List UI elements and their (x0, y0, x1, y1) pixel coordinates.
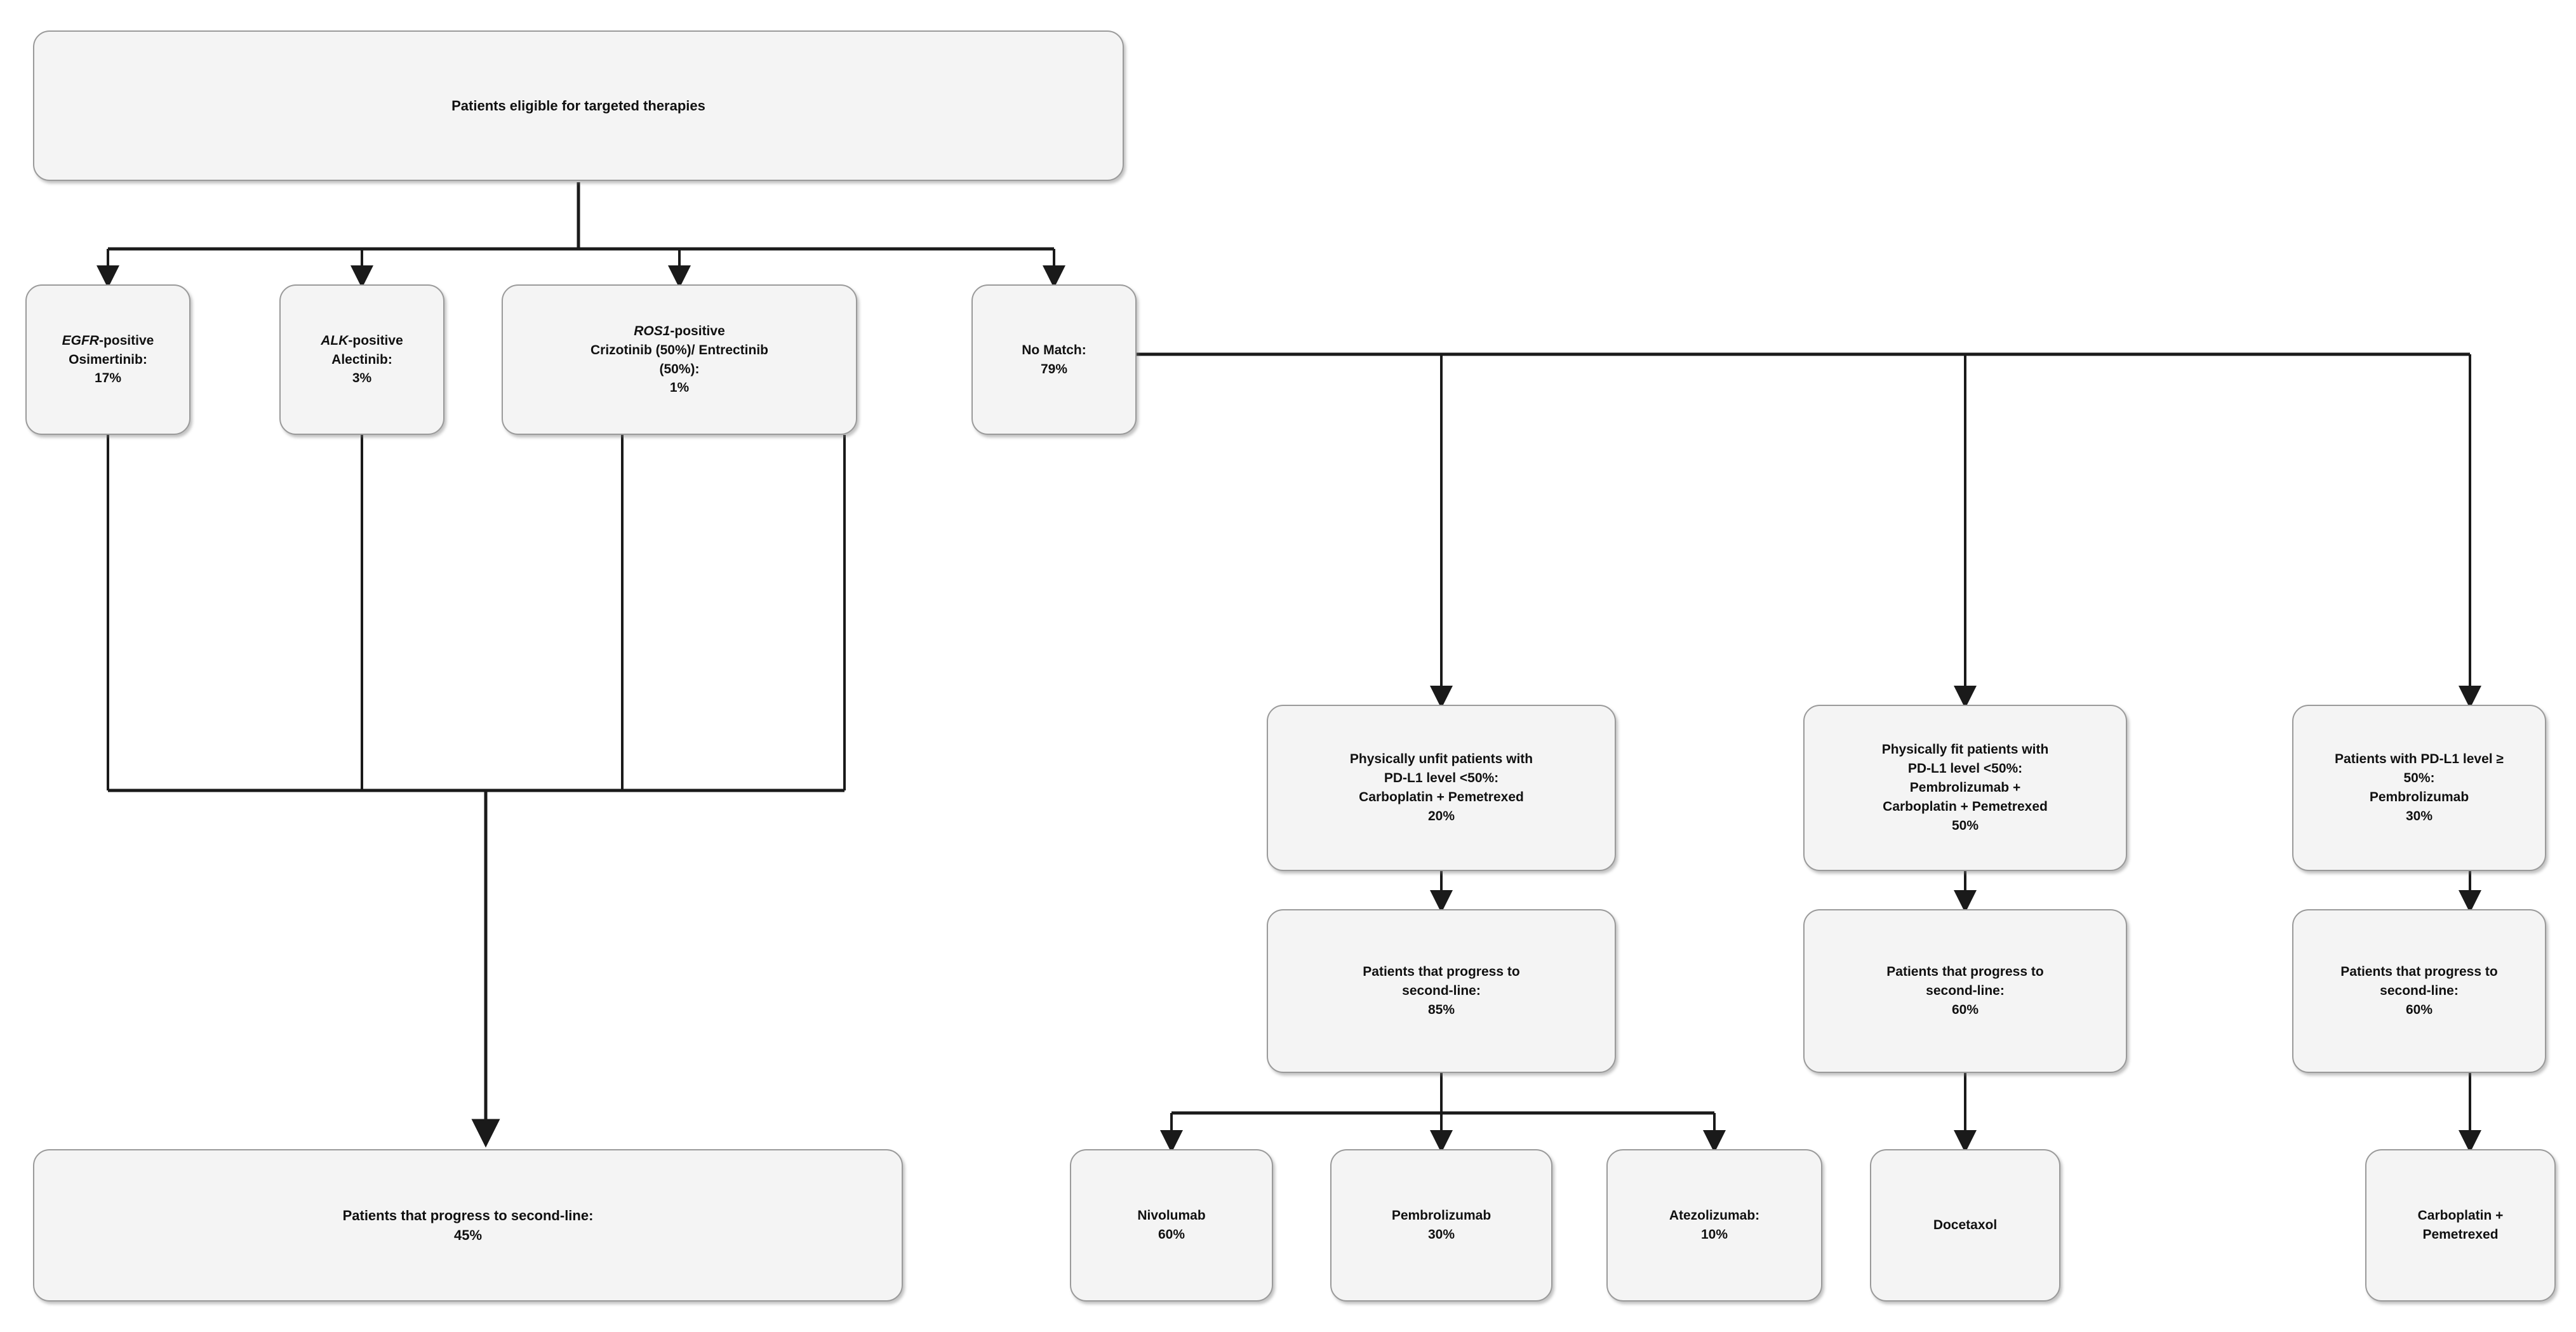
node-targeted-progress-second-line-label: Patients that progress to second-line: 4… (342, 1207, 594, 1243)
node-pdl1-high[interactable]: Patients with PD-L1 level ≥ 50%: Pembrol… (2292, 705, 2546, 871)
node-progress-second-line-fit-label: Patients that progress to second-line: 6… (1886, 964, 2044, 1017)
node-progress-second-line-unfit[interactable]: Patients that progress to second-line: 8… (1267, 909, 1616, 1073)
node-unfit-pdl1-low[interactable]: Physically unfit patients with PD-L1 lev… (1267, 705, 1616, 871)
node-fit-pdl1-low[interactable]: Physically fit patients with PD-L1 level… (1803, 705, 2127, 871)
node-pembrolizumab-label: Pembrolizumab 30% (1391, 1208, 1492, 1242)
node-patients-eligible[interactable]: Patients eligible for targeted therapies (33, 30, 1124, 181)
node-docetaxol-label: Docetaxol (1933, 1218, 1998, 1233)
node-atezolizumab-label: Atezolizumab: 10% (1669, 1208, 1760, 1242)
node-ros1-positive-label: ROS1-positive Crizotinib (50%)/ Entrecti… (509, 322, 850, 397)
node-fit-pdl1-low-label: Physically fit patients with PD-L1 level… (1881, 742, 2049, 833)
node-patients-eligible-label: Patients eligible for targeted therapies (451, 97, 705, 114)
node-alk-positive-rest: -positive Alectinib: 3% (331, 333, 403, 386)
node-alk-positive[interactable]: ALK-positive Alectinib: 3% (279, 284, 444, 435)
node-atezolizumab[interactable]: Atezolizumab: 10% (1606, 1149, 1822, 1302)
node-pembrolizumab[interactable]: Pembrolizumab 30% (1330, 1149, 1552, 1302)
node-ros1-positive-rest: -positive Crizotinib (50%)/ Entrectinib … (590, 323, 768, 396)
node-ros1-positive[interactable]: ROS1-positive Crizotinib (50%)/ Entrecti… (502, 284, 857, 435)
node-progress-second-line-unfit-label: Patients that progress to second-line: 8… (1363, 964, 1520, 1017)
gene-name-alk: ALK (321, 333, 349, 348)
gene-name-ros1: ROS1 (634, 323, 671, 338)
node-nivolumab[interactable]: Nivolumab 60% (1070, 1149, 1273, 1302)
node-progress-second-line-fit[interactable]: Patients that progress to second-line: 6… (1803, 909, 2127, 1073)
node-egfr-positive[interactable]: EGFR-positive Osimertinib: 17% (25, 284, 190, 435)
node-targeted-progress-second-line[interactable]: Patients that progress to second-line: 4… (33, 1149, 903, 1302)
gene-name-egfr: EGFR (62, 333, 99, 348)
node-progress-second-line-pdl1-high[interactable]: Patients that progress to second-line: 6… (2292, 909, 2546, 1073)
node-no-match[interactable]: No Match: 79% (971, 284, 1137, 435)
node-egfr-positive-rest: -positive Osimertinib: 17% (69, 333, 154, 386)
node-egfr-positive-label: EGFR-positive Osimertinib: 17% (33, 331, 183, 388)
node-carboplatin-pemetrexed-label: Carboplatin + Pemetrexed (2417, 1208, 2504, 1242)
node-nivolumab-label: Nivolumab 60% (1137, 1208, 1206, 1242)
node-docetaxol[interactable]: Docetaxol (1870, 1149, 2060, 1302)
node-pdl1-high-label: Patients with PD-L1 level ≥ 50%: Pembrol… (2335, 752, 2504, 823)
node-no-match-label: No Match: 79% (1022, 342, 1086, 376)
node-alk-positive-label: ALK-positive Alectinib: 3% (287, 331, 437, 388)
node-carboplatin-pemetrexed[interactable]: Carboplatin + Pemetrexed (2365, 1149, 2556, 1302)
node-progress-second-line-pdl1-high-label: Patients that progress to second-line: 6… (2340, 964, 2498, 1017)
node-unfit-pdl1-low-label: Physically unfit patients with PD-L1 lev… (1349, 752, 1533, 823)
